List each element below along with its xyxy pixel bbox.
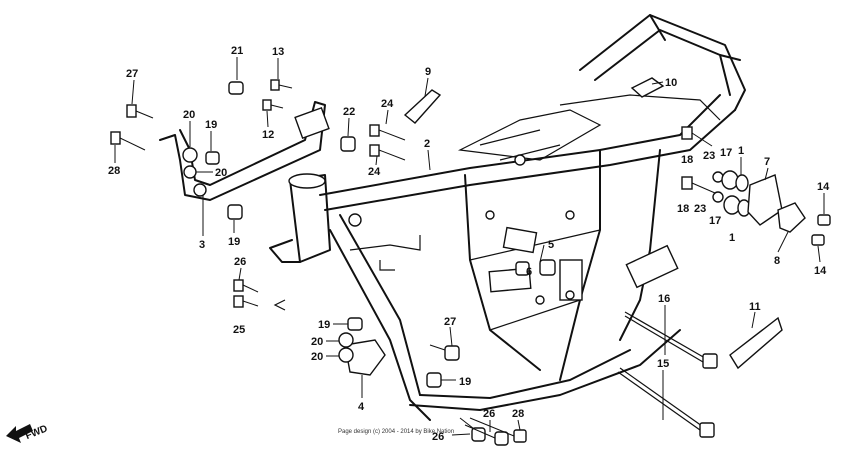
callout-26-bottom-b: 26 xyxy=(432,431,444,443)
sticker-9 xyxy=(403,89,442,124)
callout-19-bracket: 19 xyxy=(228,236,240,248)
callout-27-lower: 27 xyxy=(444,316,456,328)
callout-27: 27 xyxy=(126,68,138,80)
callout-2: 2 xyxy=(424,138,430,150)
callout-20-plate-a: 20 xyxy=(311,336,323,348)
callout-19-top: 19 xyxy=(205,119,217,131)
callout-labels: 21 13 27 9 10 22 24 20 19 12 2 24 28 20 … xyxy=(108,45,830,443)
callout-14-top: 14 xyxy=(817,181,830,193)
forward-direction-indicator: FWD xyxy=(6,423,49,443)
callout-7: 7 xyxy=(764,156,770,168)
callout-28-bottom: 28 xyxy=(512,408,524,420)
forward-arrow-icon xyxy=(6,424,33,443)
callout-1-top: 1 xyxy=(738,145,744,157)
callout-18-top: 18 xyxy=(681,154,693,166)
callout-26-bottom-a: 26 xyxy=(483,408,495,420)
callout-25: 25 xyxy=(233,324,245,336)
callout-23-top: 23 xyxy=(703,150,715,162)
callout-19-lower: 19 xyxy=(459,376,471,388)
callout-8: 8 xyxy=(774,255,780,267)
callout-15: 15 xyxy=(657,358,669,370)
callout-23-bottom: 23 xyxy=(694,203,706,215)
sticker-11 xyxy=(729,316,783,370)
callout-20-bracket: 20 xyxy=(215,167,227,179)
callout-22: 22 xyxy=(343,106,355,118)
leader-lines xyxy=(114,57,825,436)
callout-10: 10 xyxy=(665,77,677,89)
main-frame xyxy=(269,14,746,421)
callout-19-plate: 19 xyxy=(318,319,330,331)
callout-16: 16 xyxy=(658,293,670,305)
callout-17-bottom: 17 xyxy=(709,215,721,227)
callout-28-left: 28 xyxy=(108,165,120,177)
front-engine-bracket xyxy=(159,101,330,201)
hardware xyxy=(110,79,831,446)
copyright-text: Page design (c) 2004 - 2014 by Bike Nati… xyxy=(338,429,454,435)
callout-14-bottom: 14 xyxy=(814,265,827,277)
through-bolts xyxy=(617,311,718,438)
sticker-10 xyxy=(630,77,665,98)
callout-18-bottom: 18 xyxy=(677,203,689,215)
callout-13: 13 xyxy=(272,46,284,58)
callout-4: 4 xyxy=(358,401,365,413)
callout-24-bottom: 24 xyxy=(368,166,381,178)
callout-20-plate-b: 20 xyxy=(311,351,323,363)
callout-3: 3 xyxy=(199,239,205,251)
callout-5: 5 xyxy=(548,239,554,251)
callout-11: 11 xyxy=(749,301,761,313)
callout-24-top: 24 xyxy=(381,98,394,110)
callout-1-bottom: 1 xyxy=(729,232,735,244)
callout-21: 21 xyxy=(231,45,243,57)
callout-20-top: 20 xyxy=(183,109,195,121)
callout-9: 9 xyxy=(425,66,431,78)
callout-6: 6 xyxy=(526,266,532,278)
callout-12: 12 xyxy=(262,129,274,141)
engine-mount-plate xyxy=(344,339,386,376)
callout-26-left: 26 xyxy=(234,256,246,268)
callout-17-top: 17 xyxy=(720,147,732,159)
